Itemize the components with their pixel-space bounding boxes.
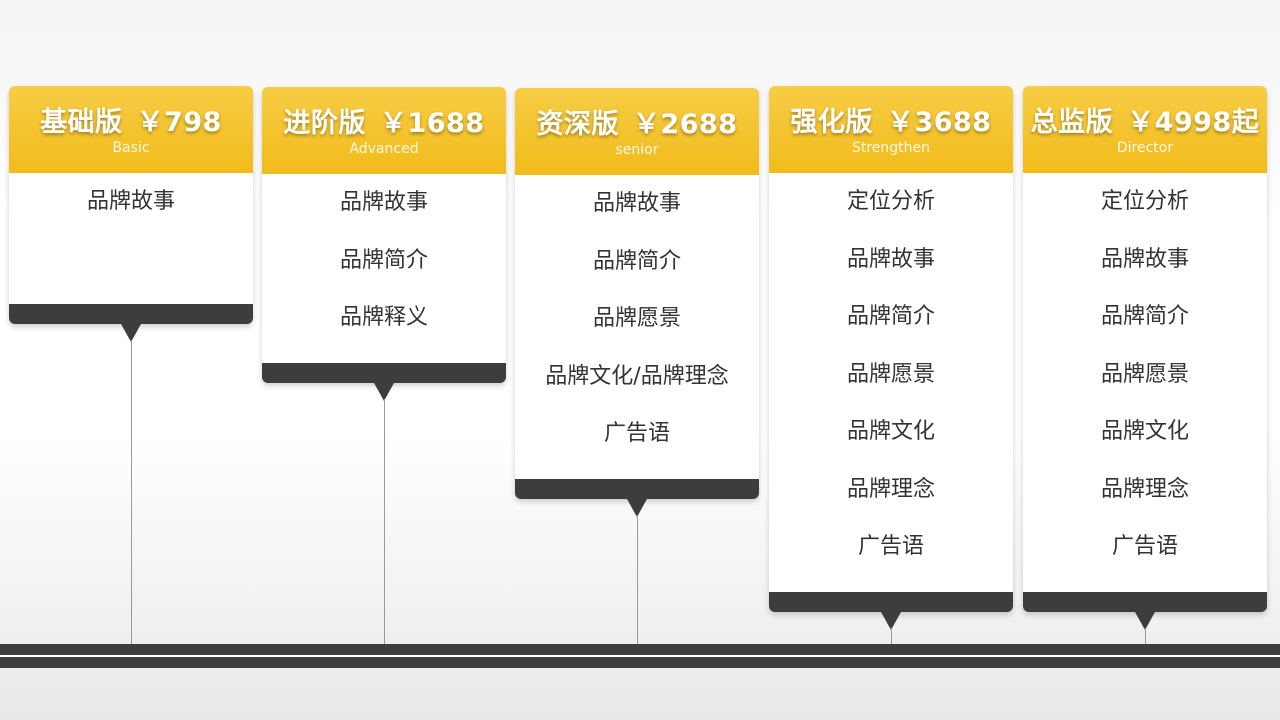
timeline-stem [131, 340, 132, 646]
plan-feature-list: 品牌故事 [9, 173, 253, 304]
plan-name: 总监版 [1030, 107, 1114, 138]
plan-feature-item: 品牌文化 [846, 419, 935, 444]
plan-feature-item: 品牌文化 [1100, 419, 1189, 444]
plan-feature-item: 品牌简介 [592, 248, 681, 274]
plan-feature-item: 定位分析 [846, 189, 935, 214]
plan-price: ￥1688 [379, 108, 485, 139]
plan-pointer [881, 611, 901, 630]
plan-footer [1023, 591, 1267, 630]
plan-feature-item: 品牌简介 [1100, 304, 1189, 329]
plan-title: 进阶版 ￥1688 [262, 87, 506, 140]
plan-feature-item: 定位分析 [1100, 189, 1189, 214]
plan-feature-item [9, 247, 253, 305]
plan-feature-item: 品牌简介 [339, 247, 428, 273]
plan-feature-item: 品牌故事 [846, 246, 935, 272]
plan-feature-item: 品牌释义 [339, 305, 428, 330]
plan-feature-item: 品牌故事 [339, 190, 428, 215]
plan-feature-item: 品牌文化/品牌理念 [545, 363, 729, 389]
timeline-stem [384, 398, 385, 646]
plan-title: 资深版 ￥2688 [515, 88, 759, 141]
plan-feature-list: 定位分析品牌故事品牌简介品牌愿景品牌文化品牌理念广告语 [769, 173, 1013, 592]
plan-price: ￥4998起 [1127, 107, 1260, 138]
plan-feature-item: 品牌故事 [592, 191, 681, 216]
plan-name: 基础版 [40, 107, 123, 138]
plan-footer [9, 304, 253, 342]
plan-feature-item: 广告语 [603, 421, 670, 446]
plan-pointer [121, 324, 141, 342]
plan-header: 资深版 ￥2688 senior [515, 88, 759, 175]
plan-subtitle: Advanced [349, 141, 419, 157]
plan-feature-item: 品牌故事 [86, 189, 175, 214]
plan-footer [515, 478, 759, 517]
plan-card: 总监版 ￥4998起 Director 定位分析品牌故事品牌简介品牌愿景品牌文化品牌理… [1023, 86, 1267, 630]
plan-subtitle: Basic [112, 140, 150, 156]
plan-title: 总监版 ￥4998起 [1023, 86, 1267, 139]
plan-pointer [627, 498, 647, 517]
plan-feature-item: 品牌故事 [1100, 246, 1189, 272]
plan-footer [769, 591, 1013, 630]
timeline-stem [1145, 627, 1146, 646]
plan-feature-item: 品牌愿景 [1100, 361, 1189, 387]
timeline-road-line [0, 655, 1280, 657]
plan-header: 总监版 ￥4998起 Director [1023, 86, 1267, 173]
plan-feature-item: 品牌简介 [846, 304, 935, 329]
plan-feature-item: 品牌愿景 [592, 306, 681, 331]
timeline-stem [637, 514, 638, 646]
plan-feature-item: 广告语 [857, 534, 924, 559]
plan-price: ￥798 [136, 107, 222, 138]
plan-feature-list: 品牌故事品牌简介品牌愿景品牌文化/品牌理念广告语 [515, 175, 759, 479]
plan-subtitle: senior [615, 142, 659, 158]
timeline-stem [891, 627, 892, 646]
plan-footer [262, 362, 506, 401]
plan-feature-item: 品牌理念 [846, 476, 935, 502]
plan-title: 强化版 ￥3688 [769, 86, 1013, 139]
plan-name: 强化版 [790, 107, 873, 138]
plan-title: 基础版 ￥798 [9, 86, 253, 139]
plan-subtitle: Director [1116, 140, 1174, 156]
plan-pointer [1135, 611, 1155, 630]
plan-price: ￥3688 [886, 107, 992, 138]
plan-price: ￥2688 [632, 109, 738, 140]
plan-name: 资深版 [536, 109, 619, 140]
plan-feature-list: 品牌故事品牌简介品牌释义 [262, 174, 506, 363]
plan-subtitle: Strengthen [851, 140, 931, 156]
plan-pointer [374, 382, 394, 401]
plan-feature-item: 品牌理念 [1100, 476, 1189, 502]
plan-feature-item: 品牌愿景 [846, 361, 935, 387]
plan-feature-item: 广告语 [1111, 534, 1178, 559]
plan-feature-list: 定位分析品牌故事品牌简介品牌愿景品牌文化品牌理念广告语 [1023, 173, 1267, 592]
plan-name: 进阶版 [283, 108, 366, 139]
plan-card: 资深版 ￥2688 senior 品牌故事品牌简介品牌愿景品牌文化/品牌理念广告语 [515, 88, 759, 517]
